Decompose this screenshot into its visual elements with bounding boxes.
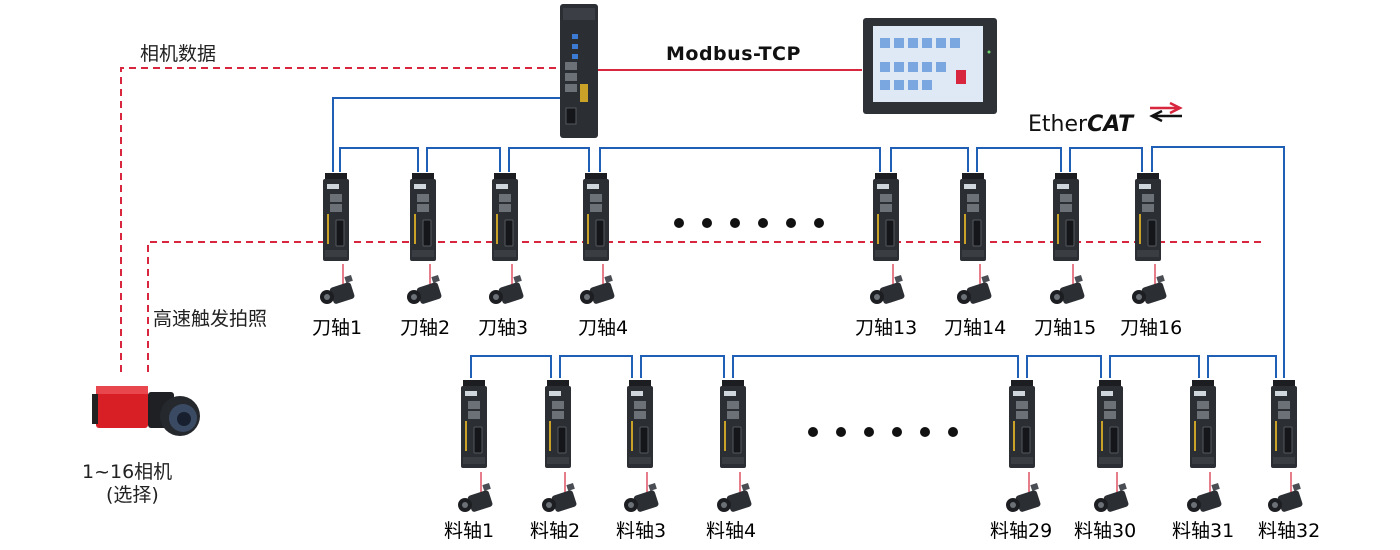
material-axis-label: 料轴29 [990, 520, 1052, 542]
material-axis-label: 料轴4 [706, 520, 756, 542]
ethercat-logo-cat: CAT [1087, 112, 1135, 137]
ethercat-logo-ether: Ether [1028, 112, 1088, 137]
material-axis-label: 料轴31 [1172, 520, 1234, 542]
knife-axis-label: 刀轴3 [478, 317, 528, 339]
plc-controller-icon [560, 4, 598, 138]
camera-select-label: (选择) [106, 484, 159, 506]
knife-axis-label: 刀轴1 [312, 317, 362, 339]
ellipsis-dots-top [674, 218, 824, 228]
knife-axis-label: 刀轴15 [1034, 317, 1096, 339]
camera-count-label: 1~16相机 [82, 461, 172, 483]
knife-axis-label: 刀轴14 [944, 317, 1006, 339]
svg-text:EtherCAT: EtherCAT [1028, 112, 1135, 137]
touch-panel-icon [863, 18, 997, 114]
industrial-camera-icon [92, 386, 200, 436]
material-axis-label: 料轴30 [1074, 520, 1136, 542]
material-axis-motors [457, 471, 1304, 514]
modbus-label: Modbus-TCP [666, 43, 801, 65]
camera-data-lines [120, 67, 1262, 372]
ellipsis-dots-bottom [808, 427, 958, 437]
trigger-label: 高速触发拍照 [153, 308, 267, 330]
knife-axis-label: 刀轴16 [1120, 317, 1182, 339]
knife-axis-drives [322, 172, 1162, 262]
ethercat-logo: EtherCAT [1028, 101, 1183, 137]
material-axis-drives [460, 379, 1298, 469]
knife-axis-motors [319, 263, 1168, 306]
knife-axis-label: 刀轴4 [578, 317, 628, 339]
knife-axis-label: 刀轴13 [855, 317, 917, 339]
material-axis-label: 料轴3 [616, 520, 666, 542]
material-axis-label: 料轴2 [530, 520, 580, 542]
camera-data-label: 相机数据 [140, 43, 216, 65]
material-axis-label: 料轴32 [1258, 520, 1320, 542]
material-axis-label: 料轴1 [444, 520, 494, 542]
knife-axis-label: 刀轴2 [400, 317, 450, 339]
ethercat-chain [332, 97, 1285, 378]
